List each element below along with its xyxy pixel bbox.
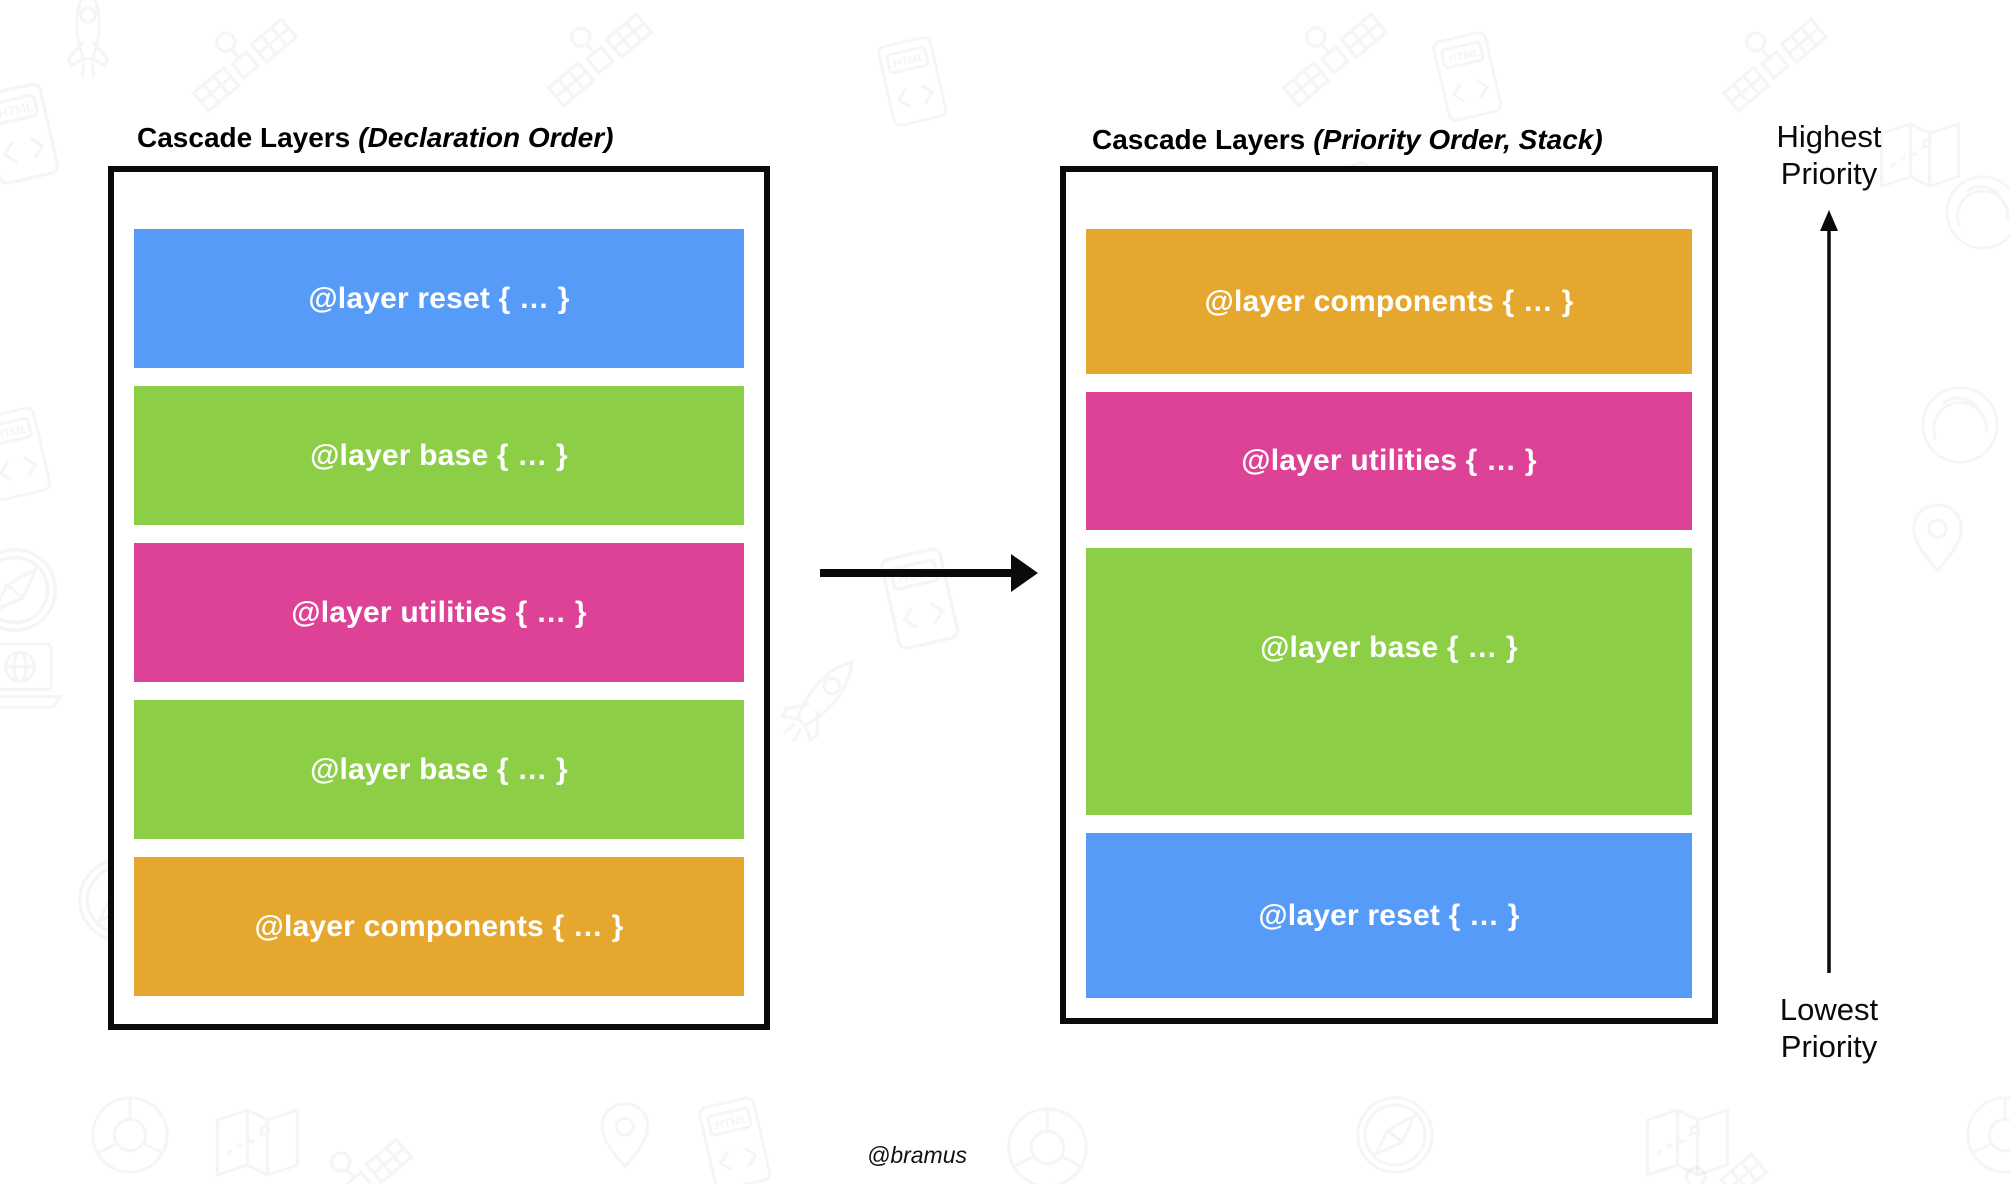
layer-bar-utilities: @layer utilities { … } [134,543,744,682]
chrome-watermark-icon [1945,1075,2010,1184]
priority-axis-arrow-icon [1820,210,1838,973]
compass-watermark-icon [0,525,80,655]
layer-bar-label: @layer utilities { … } [1241,444,1537,477]
layer-bar-label: @layer reset { … } [1258,898,1520,932]
layer-bar-label: @layer base { … } [1260,630,1518,664]
credit-handle: @bramus [866,1142,968,1168]
globe-watermark-icon [0,615,80,735]
declaration-order-layer-stack: @layer reset { … } @layer base { … } @laye… [134,229,744,996]
right-panel-title-annotation: (Priority Order, Stack) [1313,124,1603,155]
html-file-watermark-icon [0,70,85,200]
layer-bar-base: @layer base { … } [1086,548,1692,815]
left-panel-title-annotation: (Declaration Order) [358,122,614,153]
declaration-order-box: @layer reset { … } @layer base { … } @laye… [108,166,770,1030]
layer-bar-utilities: @layer utilities { … } [1086,392,1692,530]
left-panel-title: Cascade Layers(Declaration Order) [137,122,613,154]
map-watermark-icon [195,1080,320,1184]
satellite-watermark-icon [1650,1135,1780,1184]
layer-bar-reset: @layer reset { … } [134,229,744,368]
left-panel-title-text: Cascade Layers [137,122,351,153]
layer-bar-base: @layer base { … } [134,700,744,839]
firefox-watermark-icon [1900,365,2010,485]
transform-arrow-icon [820,554,1038,592]
layer-bar-label: @layer utilities { … } [291,595,587,629]
lowest-priority-label: Lowest Priority [1779,992,1879,1064]
layer-bar-label: @layer base { … } [310,752,568,786]
layer-bar-label: @layer components { … } [1204,284,1574,318]
pin-watermark-icon [565,1075,685,1184]
layer-bar-label: @layer base { … } [310,438,568,472]
layer-bar-components: @layer components { … } [134,857,744,996]
layer-bar-label: @layer components { … } [254,909,624,943]
chrome-watermark-icon [70,1075,190,1184]
right-panel-title: Cascade Layers(Priority Order, Stack) [1092,124,1603,156]
map-watermark-icon [1625,1080,1750,1184]
html-file-watermark-icon [0,395,75,515]
priority-order-box: @layer components { … } @layer utilities … [1060,166,1718,1024]
html-file-watermark-icon [1410,20,1525,135]
rocket-watermark-icon [28,0,148,92]
layer-bar-reset: @layer reset { … } [1086,833,1692,998]
highest-priority-label: Highest Priority [1776,119,1882,191]
satellite-watermark-icon [1710,0,1840,130]
satellite-watermark-icon [535,0,665,125]
layer-bar-components: @layer components { … } [1086,229,1692,374]
satellite-watermark-icon [295,1120,425,1184]
satellite-watermark-icon [1270,0,1400,125]
chrome-watermark-icon [985,1085,1110,1184]
layer-bar-label: @layer reset { … } [308,281,570,315]
pin-watermark-icon [1875,475,2000,600]
compass-watermark-icon [1335,1075,1455,1184]
satellite-watermark-icon [180,0,310,130]
html-file-watermark-icon [855,25,970,140]
html-file-watermark-icon [675,1085,795,1184]
right-panel-title-text: Cascade Layers [1092,124,1306,155]
priority-order-layer-stack: @layer components { … } @layer utilities … [1086,229,1692,998]
layer-bar-base: @layer base { … } [134,386,744,525]
